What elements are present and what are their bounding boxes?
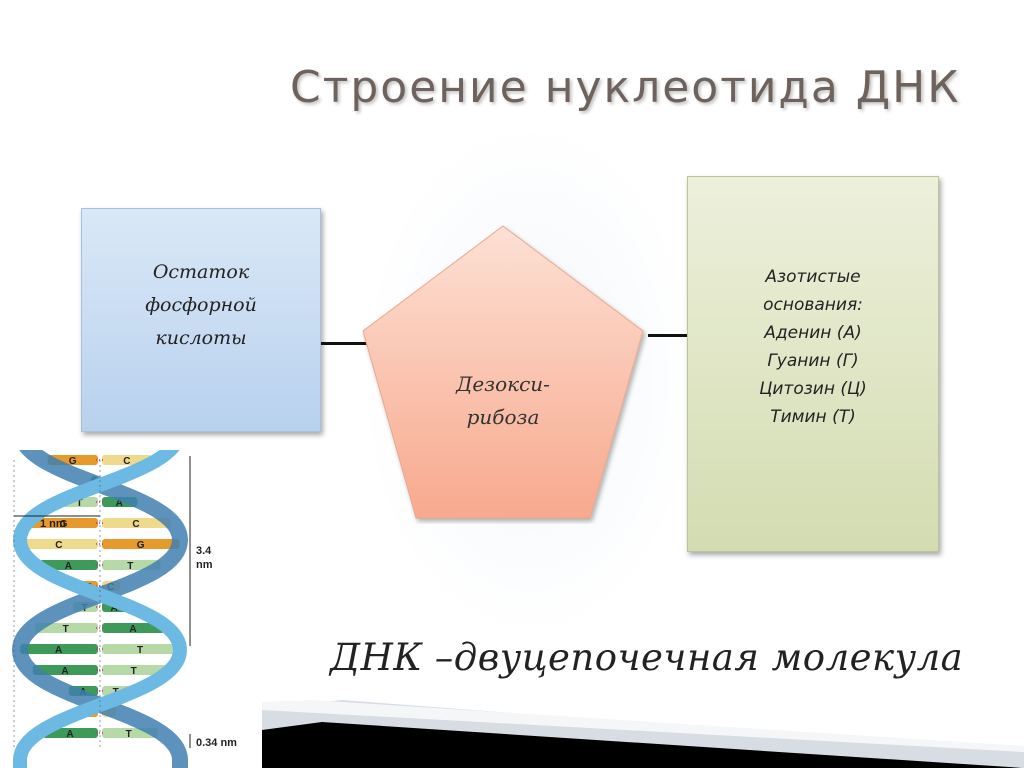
width-label: 1 nm xyxy=(40,518,66,530)
phosphate-line: кислоты xyxy=(155,326,247,349)
base-letter: A xyxy=(116,498,123,509)
base-letter: A xyxy=(61,666,68,677)
connector-phosphate-sugar xyxy=(321,342,368,345)
slide-title: Строение нуклеотида ДНК xyxy=(290,62,961,113)
deoxyribose-label: Дезокси- рибоза xyxy=(357,368,649,434)
base-letter: A xyxy=(129,624,136,635)
phosphate-box: Остаток фосфорной кислоты xyxy=(81,208,321,432)
helix-strand-front xyxy=(12,450,188,768)
base-letter: C xyxy=(55,540,62,551)
base-letter: A xyxy=(66,729,73,740)
base-C xyxy=(20,539,98,549)
base-letter: G xyxy=(137,540,145,551)
double-strand-caption: ДНК –двуцепочечная молекула xyxy=(330,636,964,679)
bases-line: Тимин (Т) xyxy=(770,407,856,427)
base-T xyxy=(102,665,168,675)
corner-decoration xyxy=(262,700,1024,768)
bases-line: Цитозин (Ц) xyxy=(759,379,867,399)
nitrogen-bases-label: Азотистые основания: Аденин (А) Гуанин (… xyxy=(688,263,938,431)
base-letter: T xyxy=(131,666,137,677)
phosphate-line: фосфорной xyxy=(145,293,257,316)
base-T xyxy=(35,623,98,633)
deoxyribose-line: рибоза xyxy=(466,405,540,429)
base-letter: A xyxy=(55,645,62,656)
base-C xyxy=(102,518,171,528)
base-letter: T xyxy=(63,624,69,635)
base-A xyxy=(20,644,99,654)
bases-line: Аденин (А) xyxy=(764,323,862,343)
pitch-label: 3.4 xyxy=(196,545,212,557)
pitch-label: nm xyxy=(196,559,213,571)
base-letter: A xyxy=(65,561,72,572)
base-A xyxy=(32,665,98,675)
base-letter: A xyxy=(110,603,117,614)
connector-sugar-bases xyxy=(648,334,688,337)
base-letter: T xyxy=(127,561,133,572)
bases-line: Азотистые xyxy=(765,267,861,287)
rise-label: 0.34 nm xyxy=(196,737,237,749)
base-letter: G xyxy=(60,519,68,530)
base-A xyxy=(39,560,98,570)
base-letter: G xyxy=(69,456,77,467)
base-T xyxy=(102,644,180,654)
base-letter: T xyxy=(137,645,143,656)
bases-line: основания: xyxy=(763,295,863,315)
phosphate-line: Остаток xyxy=(152,260,250,283)
base-letter: C xyxy=(123,456,130,467)
nitrogen-bases-box: Азотистые основания: Аденин (А) Гуанин (… xyxy=(687,176,939,552)
phosphate-label: Остаток фосфорной кислоты xyxy=(145,256,257,355)
base-G xyxy=(29,518,99,528)
deoxyribose-pentagon xyxy=(362,225,644,519)
base-A xyxy=(102,623,165,633)
base-letter: C xyxy=(132,519,139,530)
bases-line: Гуанин (Г) xyxy=(767,351,859,371)
deoxyribose-line: Дезокси- xyxy=(456,372,550,396)
base-letter: T xyxy=(126,729,132,740)
base-G xyxy=(102,539,180,549)
base-letter: T xyxy=(76,498,82,509)
